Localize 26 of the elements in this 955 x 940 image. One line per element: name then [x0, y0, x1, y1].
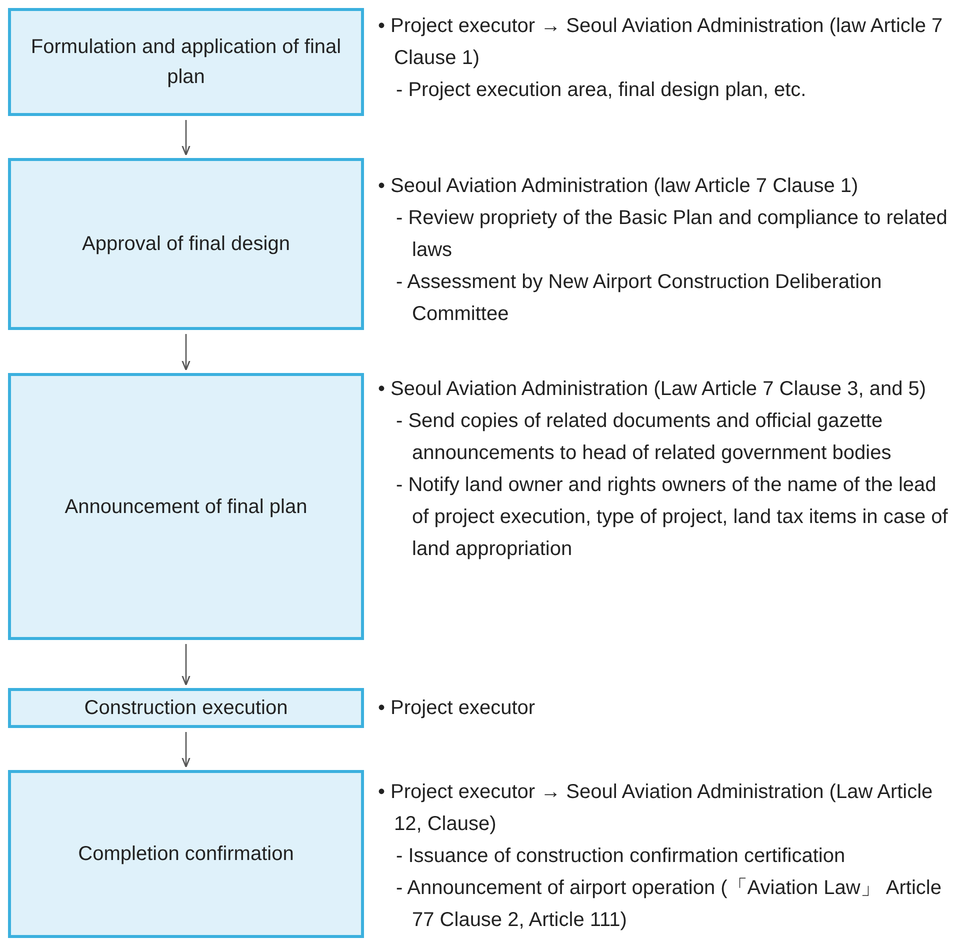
step-title: Announcement of final plan: [64, 494, 308, 520]
process-box: [8, 373, 364, 640]
bullet-text: • Project executor → Seoul Aviation Administration (law Article 7 Clause 1): [378, 14, 944, 71]
step-title: Formulation and application of final plan: [30, 35, 342, 90]
step-title: Approval of final design: [81, 232, 291, 257]
process-box: [8, 770, 364, 938]
arrow: [182, 732, 190, 768]
bullet-text: • Project executor → Seoul Aviation Administration (Law Article 12, Clause): [378, 780, 934, 837]
process-box: [8, 688, 364, 728]
sub-item-text: - Issuance of construction confirmation certification: [395, 844, 846, 869]
process-box: [8, 8, 364, 116]
sub-item-text: - Notify land owner and rights owners of the name of the lead of project execution, type of project, land tax items in case of land appropriation: [395, 473, 948, 562]
sub-item-text: - Review propriety of the Basic Plan and compliance to related laws: [395, 206, 948, 263]
sub-item-text: - Project execution area, final design plan, etc.: [395, 78, 808, 103]
arrow: [182, 644, 190, 686]
step-title: Completion confirmation: [77, 842, 295, 867]
step-title: Construction execution: [83, 696, 289, 721]
bullet-text: • Seoul Aviation Administration (law Article 7 Clause 1): [378, 174, 860, 199]
bullet-text: • Seoul Aviation Administration (Law Article 7 Clause 3, and 5): [378, 377, 928, 402]
sub-item-text: - Announcement of airport operation (「Aviation Law」 Article 77 Clause 2, Article 111): [395, 876, 942, 933]
sub-item-text: - Assessment by New Airport Construction Deliberation Committee: [395, 270, 883, 327]
arrow: [182, 334, 190, 371]
sub-item-text: - Send copies of related documents and official gazette announcements to head of related government bodies: [395, 409, 892, 466]
arrow: [182, 120, 190, 156]
bullet-text: • Project executor: [378, 696, 536, 721]
process-box: [8, 158, 364, 330]
